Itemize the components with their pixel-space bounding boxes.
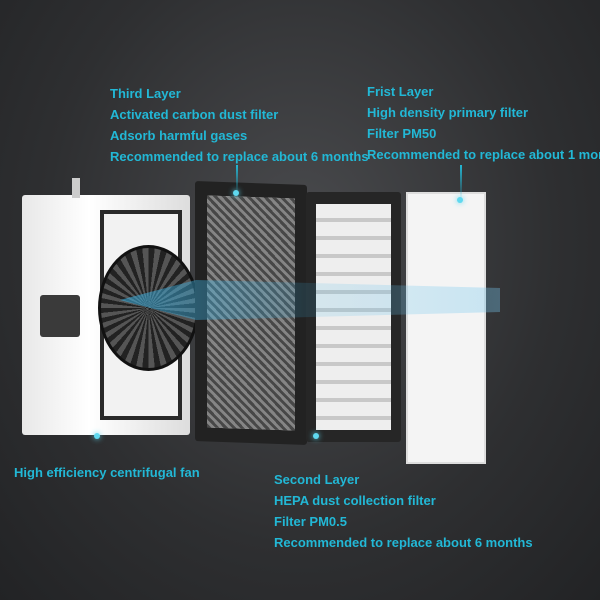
title: Frist Layer xyxy=(367,84,434,99)
line: High density primary filter xyxy=(367,105,529,120)
pointer-line xyxy=(236,165,238,193)
title: High efficiency centrifugal fan xyxy=(14,465,200,480)
line: Recommended to replace about 6 months xyxy=(274,535,533,550)
pointer-dot xyxy=(313,433,319,439)
pointer-dot xyxy=(94,433,100,439)
second-layer-label: Second Layer HEPA dust collection filter… xyxy=(274,469,533,553)
line: HEPA dust collection filter xyxy=(274,493,436,508)
pointer-dot xyxy=(457,197,463,203)
fan-label: High efficiency centrifugal fan xyxy=(14,462,200,483)
hepa-pleats xyxy=(316,204,391,430)
line: Filter PM0.5 xyxy=(274,514,347,529)
line: Recommended to replace about 6 months xyxy=(110,149,369,164)
primary-filter xyxy=(406,192,486,464)
fan-nozzle xyxy=(72,178,80,198)
pointer-line xyxy=(460,165,462,200)
line: Filter PM50 xyxy=(367,126,437,141)
title: Second Layer xyxy=(274,472,360,487)
first-layer-label: Frist Layer High density primary filter … xyxy=(367,81,600,165)
fan-handle xyxy=(40,295,80,337)
title: Third Layer xyxy=(110,86,181,101)
third-layer-label: Third Layer Activated carbon dust filter… xyxy=(110,83,369,167)
line: Adsorb harmful gases xyxy=(110,128,248,143)
pointer-dot xyxy=(233,190,239,196)
line: Recommended to replace about 1 month xyxy=(367,147,600,162)
hepa-filter xyxy=(306,192,401,442)
airflow-arrow xyxy=(120,280,500,320)
line: Activated carbon dust filter xyxy=(110,107,279,122)
